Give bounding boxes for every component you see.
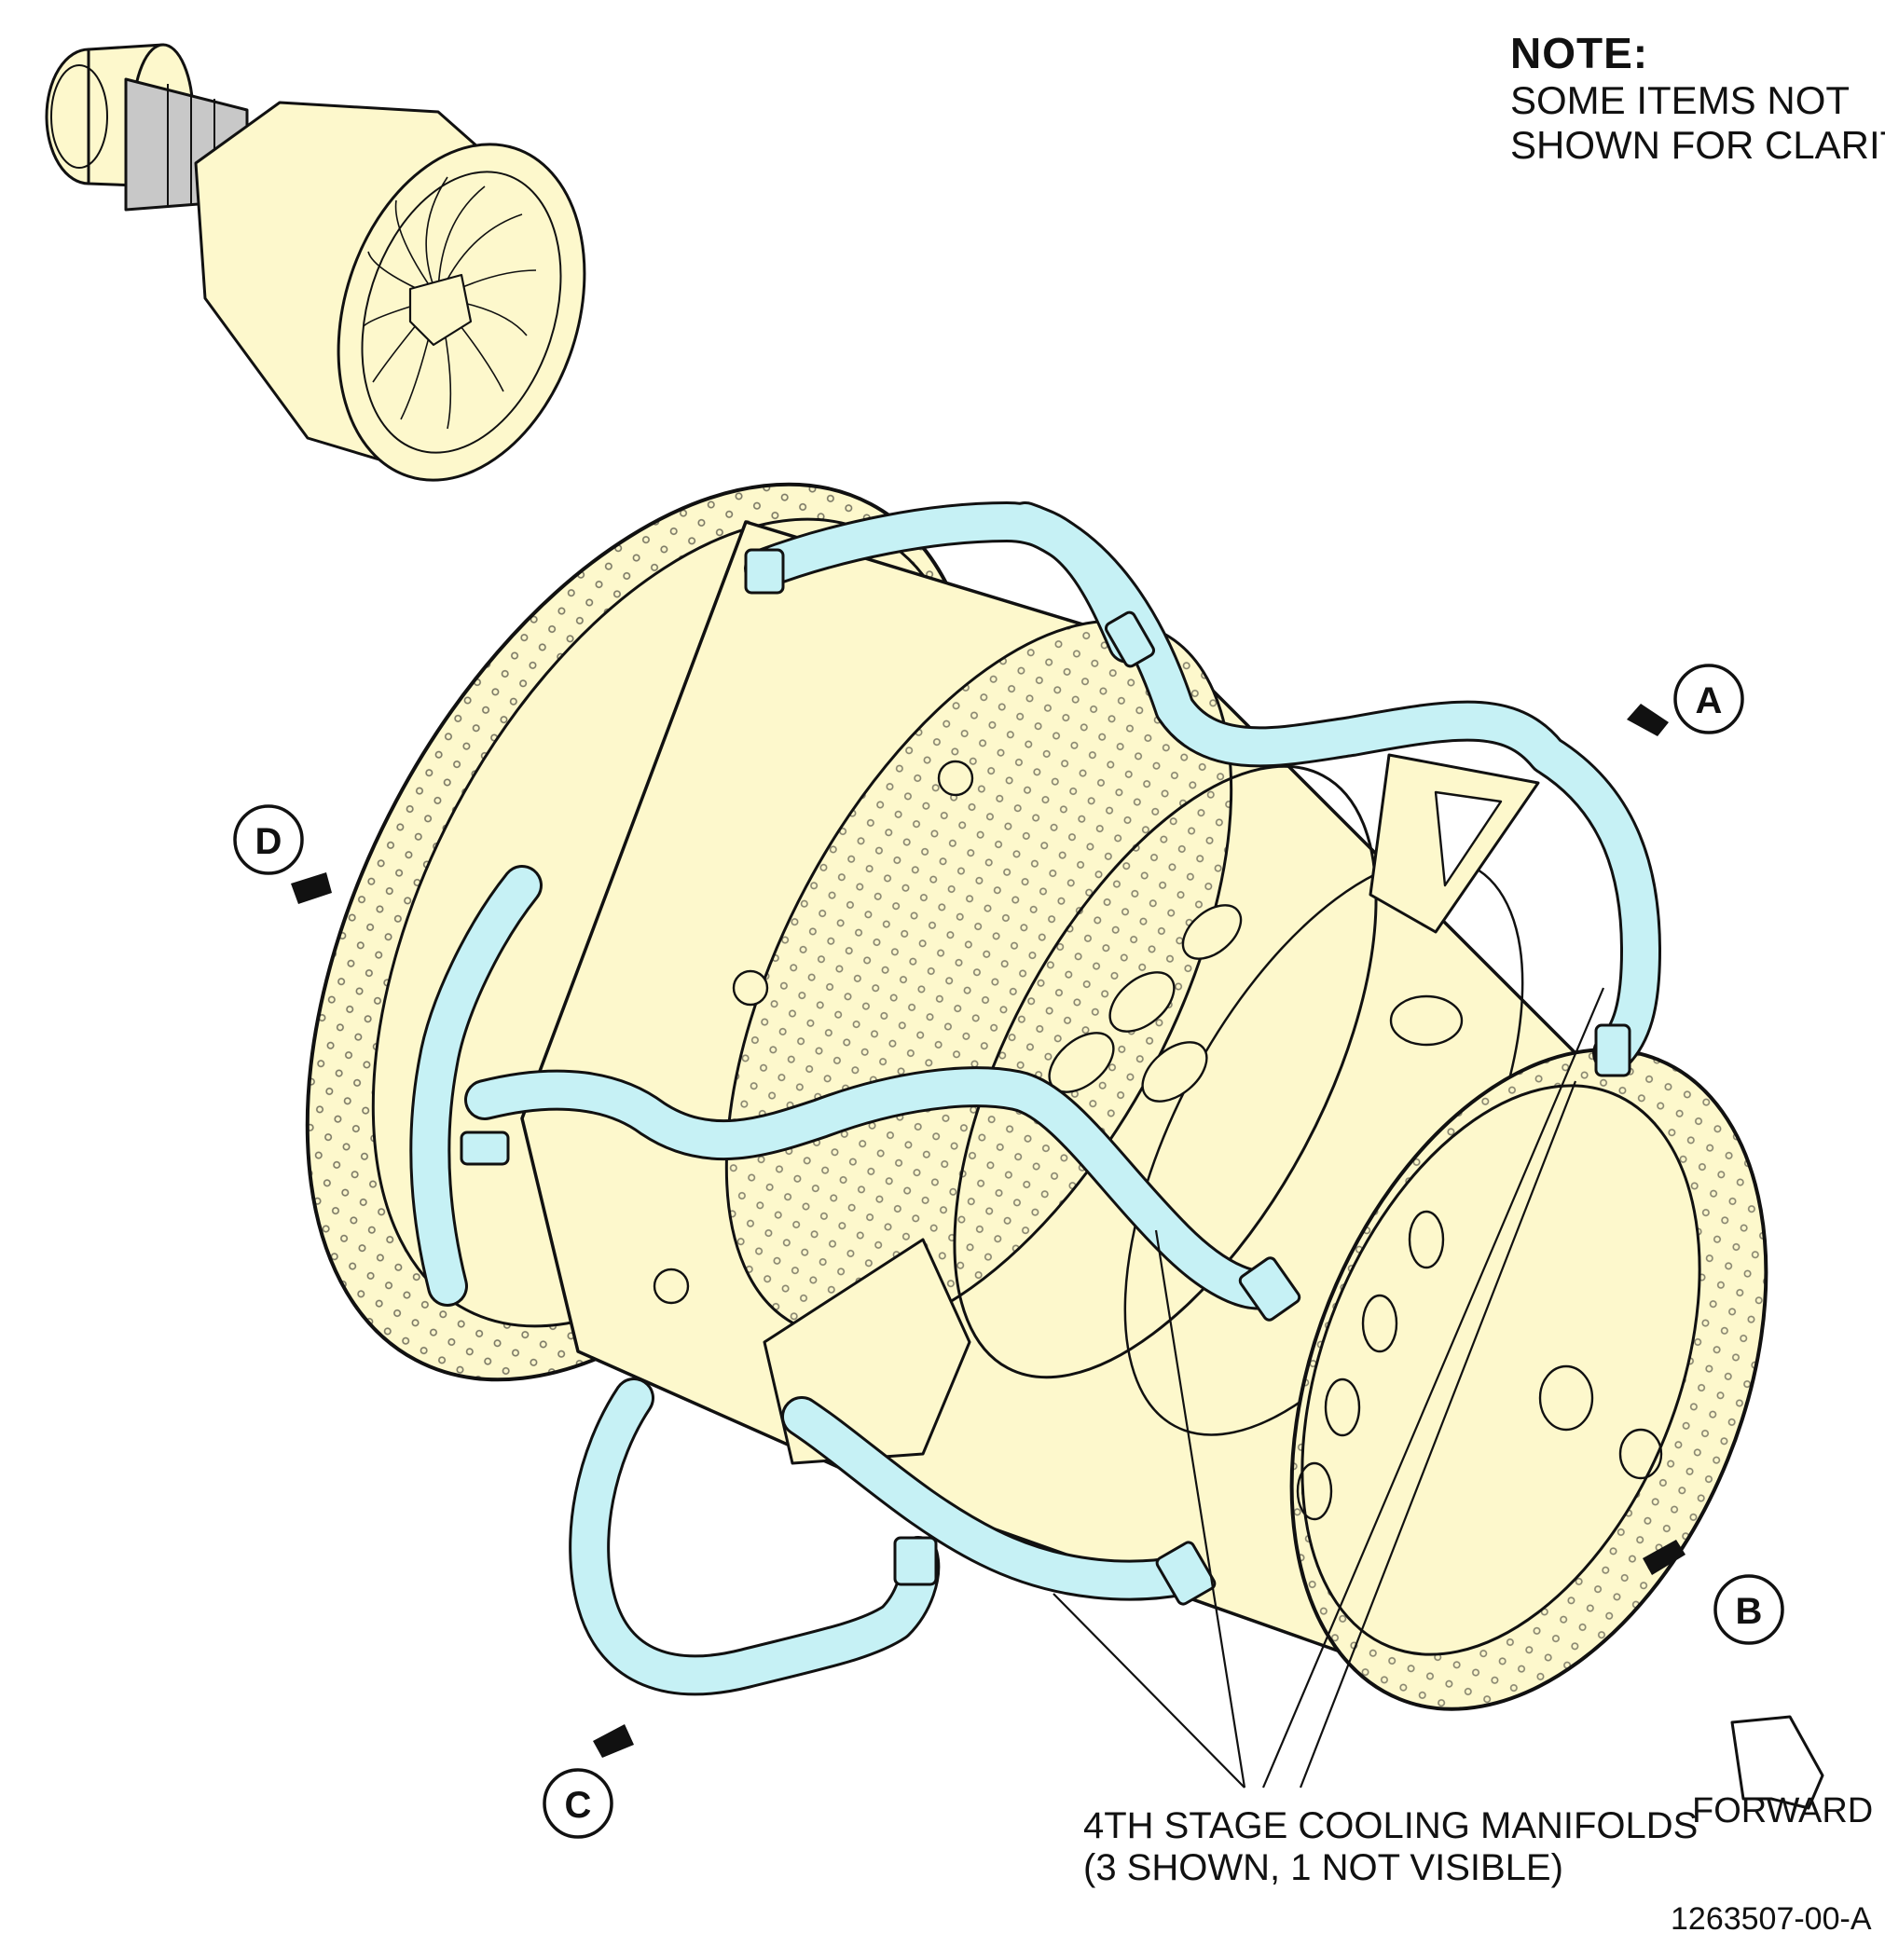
callout-leader-lines [1053,987,1605,1789]
view-arrow-icon [291,704,1685,1758]
cooling-manifolds [409,501,1661,1696]
view-a-label: A [1696,680,1723,721]
note-line: SOME ITEMS NOT [1510,78,1851,122]
callout-title: 4TH STAGE COOLING MANIFOLDS [1083,1805,1699,1846]
note-title: NOTE: [1510,29,1649,77]
forward-label: FORWARD [1692,1791,1874,1830]
document-id: 1263507-00-A [1671,1901,1872,1937]
view-c-label: C [565,1785,592,1826]
callout-subtitle: (3 SHOWN, 1 NOT VISIBLE) [1083,1847,1563,1888]
view-b-label: B [1736,1591,1763,1632]
locator-engine [45,43,586,482]
view-circles [233,664,1784,1839]
forward-arrow-icon [1730,1715,1824,1810]
view-d-label: D [255,821,282,862]
note-line: SHOWN FOR CLARITY. [1510,123,1885,167]
